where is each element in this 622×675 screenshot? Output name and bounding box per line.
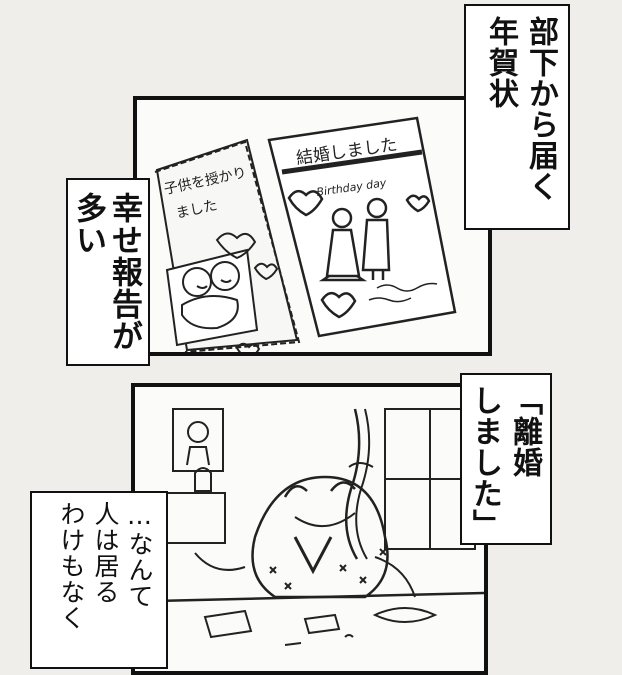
- baby-announcement-card: [154, 138, 301, 352]
- boss-character: [251, 475, 389, 599]
- desk-papers: [203, 609, 253, 639]
- caption-line: 年賀状: [483, 16, 518, 109]
- figurine: [194, 467, 212, 492]
- desk-tray: [372, 607, 438, 623]
- wedding-announcement-card: [267, 116, 457, 338]
- monitor: [164, 492, 226, 544]
- caption-line: …なんて: [125, 501, 154, 609]
- panel-new-year-cards: 子供を授かり ました: [133, 96, 492, 356]
- wall-portrait: [172, 408, 224, 472]
- office-scene-illustration: [154, 408, 484, 646]
- caption-line: 人は居る: [91, 501, 120, 605]
- caption-line: わけもなく: [57, 501, 86, 631]
- caption-line: 「離婚: [507, 385, 542, 478]
- panel-divorce-report: [131, 383, 488, 675]
- caption-line: 部下から届く: [523, 16, 558, 202]
- new-year-cards-illustration: 子供を授かり ました: [154, 116, 457, 352]
- caption-line: しました」: [467, 385, 502, 540]
- caption-line: 幸せ報告が: [106, 192, 142, 352]
- curtain: [345, 408, 361, 560]
- caption-line: 多い: [70, 192, 106, 256]
- caption-divorce-quote: 「離婚 しました」: [460, 373, 552, 545]
- caption-new-year-cards: 部下から届く 年賀状: [464, 4, 570, 230]
- caption-happy-reports: 幸せ報告が 多い: [66, 178, 150, 366]
- desk-edge: [154, 591, 484, 603]
- caption-no-such-person: …なんて 人は居る わけもなく: [30, 491, 168, 669]
